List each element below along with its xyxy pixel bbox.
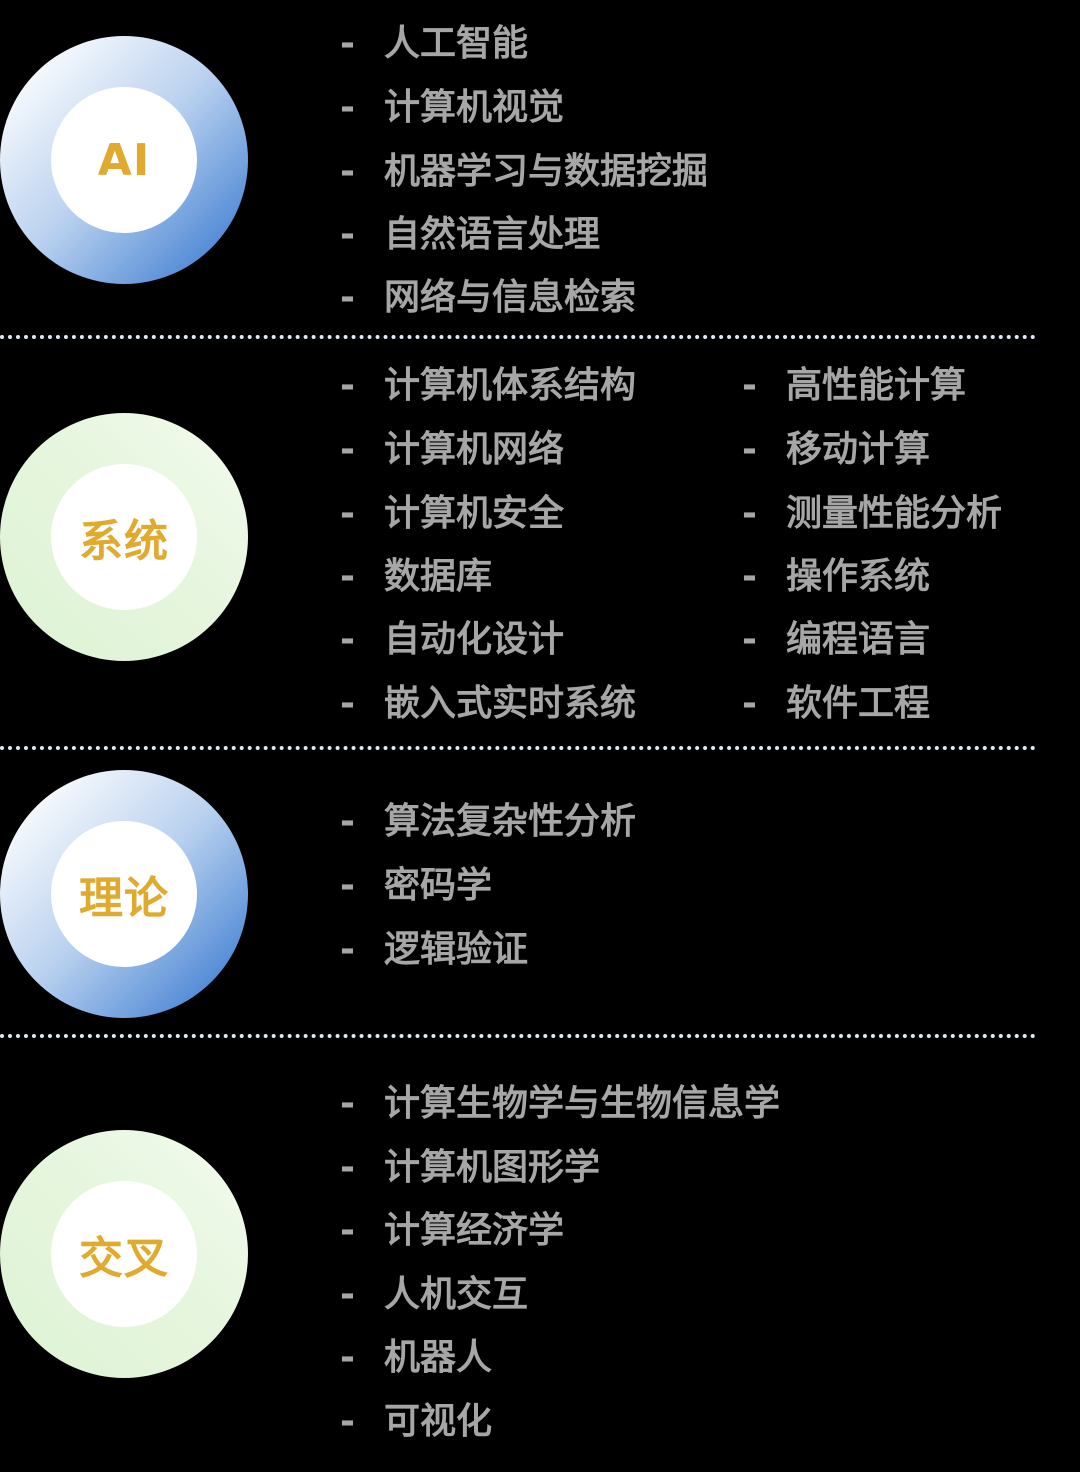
ai-category-circle: AI xyxy=(0,36,248,284)
ai-category-badge: AI xyxy=(51,87,197,233)
list-item: -高性能计算 xyxy=(742,365,967,406)
interdisciplinary-category-badge: 交叉 xyxy=(51,1181,197,1327)
interdisciplinary-category-circle: 交叉 xyxy=(0,1130,248,1378)
category-label: 理论 xyxy=(79,873,169,924)
list-item: -算法复杂性分析 xyxy=(340,801,637,842)
list-item: -软件工程 xyxy=(742,683,931,724)
list-item: -数据库 xyxy=(340,556,493,597)
list-item: -网络与信息检索 xyxy=(340,277,637,318)
list-item: -人工智能 xyxy=(340,23,529,64)
list-item: -嵌入式实时系统 xyxy=(340,683,637,724)
category-label: 交叉 xyxy=(79,1233,169,1284)
list-item: -测量性能分析 xyxy=(742,493,1003,534)
systems-category-badge: 系统 xyxy=(51,464,197,610)
list-item: -逻辑验证 xyxy=(340,929,529,970)
list-item: -自动化设计 xyxy=(340,619,565,660)
list-item: -操作系统 xyxy=(742,556,931,597)
list-item: -计算生物学与生物信息学 xyxy=(340,1083,781,1124)
list-item: -计算机图形学 xyxy=(340,1147,601,1188)
theory-category-badge: 理论 xyxy=(51,821,197,967)
list-item: -机器人 xyxy=(340,1337,493,1378)
list-item: -编程语言 xyxy=(742,619,931,660)
systems-category-circle: 系统 xyxy=(0,413,248,661)
section-divider xyxy=(0,746,1036,750)
list-item: -密码学 xyxy=(340,865,493,906)
list-item: -移动计算 xyxy=(742,429,931,470)
theory-category-circle: 理论 xyxy=(0,770,248,1018)
list-item: -机器学习与数据挖掘 xyxy=(340,151,709,192)
list-item: -计算经济学 xyxy=(340,1210,565,1251)
list-item: -可视化 xyxy=(340,1401,493,1442)
list-item: -自然语言处理 xyxy=(340,214,601,255)
list-item: -计算机体系结构 xyxy=(340,365,637,406)
list-item: -计算机视觉 xyxy=(340,87,565,128)
section-divider xyxy=(0,1034,1036,1038)
category-label: AI xyxy=(97,134,151,186)
category-label: 系统 xyxy=(79,516,169,567)
list-item: -计算机安全 xyxy=(340,493,565,534)
list-item: -人机交互 xyxy=(340,1274,529,1315)
section-divider xyxy=(0,335,1036,339)
list-item: -计算机网络 xyxy=(340,429,565,470)
